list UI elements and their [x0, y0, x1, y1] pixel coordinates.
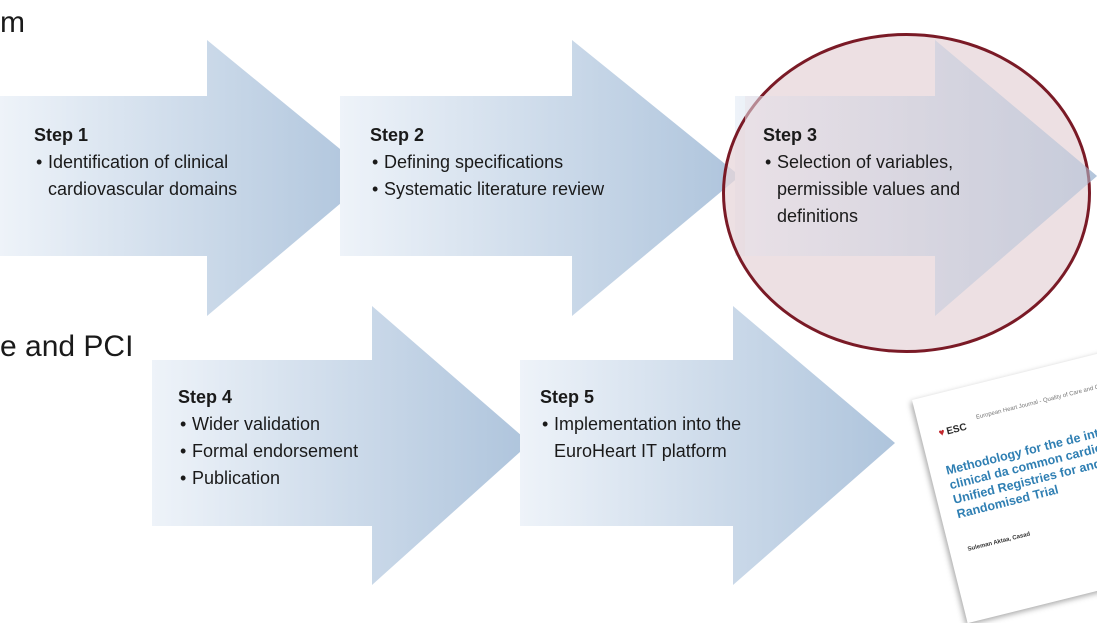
arrow-step-5 — [520, 306, 895, 585]
paper-authors: Suleman Aktaa, Casad — [967, 531, 1031, 553]
arrow-step-3-highlighted — [745, 40, 1097, 316]
step-5-bullet-1: Implementation into the — [540, 411, 840, 438]
cropped-heading-fragment: m — [0, 6, 25, 39]
step-3-bullets: Selection of variables, permissible valu… — [763, 149, 1053, 230]
highlighted-arrow — [745, 40, 1097, 316]
step-3-title: Step 3 — [763, 125, 818, 145]
step-4-title: Step 4 — [178, 387, 233, 407]
step-1-title: Step 1 — [34, 125, 89, 145]
step-3: Step 3 Selection of variables, permissib… — [763, 122, 1053, 230]
journal-name: European Heart Journal - Quality of Care… — [975, 374, 1097, 421]
step-5-title: Step 5 — [540, 387, 595, 407]
step-4-bullet-3: Publication — [178, 465, 458, 492]
step-1-bullet-1-cont: cardiovascular domains — [48, 179, 238, 199]
step-2-bullet-1: Defining specifications — [370, 149, 700, 176]
step-3-bullet-1-cont-a: permissible values and — [777, 179, 961, 199]
step-3-bullet-1: Selection of variables, — [763, 149, 1053, 176]
step-1-bullet-1: Identification of clinical — [34, 149, 304, 176]
paper-title: Methodology for the de international cli… — [944, 411, 1097, 522]
step-4-bullets: Wider validation Formal endorsement Publ… — [178, 411, 458, 492]
esc-logo-text: ESC — [945, 421, 969, 438]
step-5-bullets: Implementation into the EuroHeart IT pla… — [540, 411, 840, 465]
step-4-bullet-1: Wider validation — [178, 411, 458, 438]
step-2-bullet-2: Systematic literature review — [370, 176, 700, 203]
step-2-title: Step 2 — [370, 125, 425, 145]
step-5: Step 5 Implementation into the EuroHeart… — [540, 384, 840, 465]
step-4-bullet-2: Formal endorsement — [178, 438, 458, 465]
step-5-bullet-1-cont: EuroHeart IT platform — [554, 441, 727, 461]
esc-logo: ♥ESC — [938, 422, 968, 440]
step-2: Step 2 Defining specifications Systemati… — [370, 122, 700, 203]
step-3-bullet-1-cont-b: definitions — [777, 206, 859, 226]
step-1-bullets: Identification of clinical cardiovascula… — [34, 149, 304, 203]
heart-icon: ♥ — [937, 427, 947, 440]
step-1: Step 1 Identification of clinical cardio… — [34, 122, 304, 203]
arrow-step-1 — [0, 40, 373, 316]
step-2-bullets: Defining specifications Systematic liter… — [370, 149, 700, 203]
cropped-subheading-fragment: e and PCI — [0, 330, 134, 363]
step-4: Step 4 Wider validation Formal endorseme… — [178, 384, 458, 492]
